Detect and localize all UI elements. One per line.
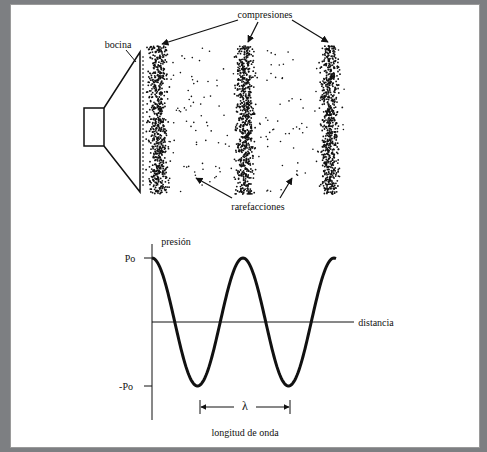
label: λ [241,400,249,413]
label: longitud de onda [210,427,279,438]
label: -Po [118,381,134,392]
air-particles [145,45,345,195]
label: Po [124,253,137,264]
label: distancia [357,317,395,328]
label: bocina [104,39,133,50]
callout-arrows [162,20,328,198]
label: presión [160,236,191,247]
label: rarefacciones [230,201,285,212]
label: compresiones [237,9,294,20]
speaker-symbol [84,52,143,192]
graph [144,244,354,420]
leader-line [126,50,136,62]
